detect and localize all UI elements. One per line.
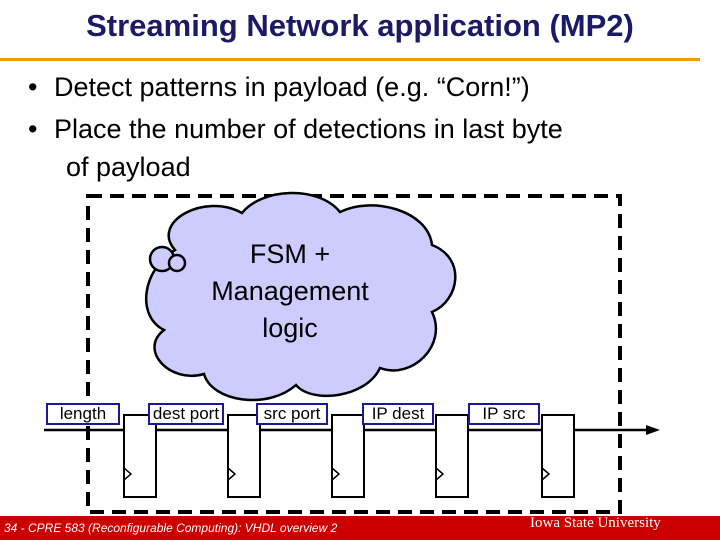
bullet-marker: • — [28, 72, 38, 102]
data-line-arrowhead — [646, 425, 660, 435]
register-label-dest-port: dest port — [148, 403, 224, 425]
title-underline — [0, 58, 700, 61]
register-4 — [435, 414, 469, 498]
slide-title: Streaming Network application (MP2) — [86, 8, 634, 43]
cloud-line-3: logic — [262, 313, 318, 343]
cloud-bubble-small — [167, 253, 187, 273]
dashed-boundary — [86, 194, 622, 514]
bullet-2-text: Place the number of detections in last b… — [54, 114, 563, 144]
bullet-2-continuation: of payload — [66, 152, 191, 182]
register-2 — [227, 414, 261, 498]
footer-bar: Iowa State University — [410, 515, 720, 540]
register-1 — [123, 414, 157, 498]
fsm-cloud-label: FSM + Management logic — [190, 236, 390, 347]
register-5 — [541, 414, 575, 498]
register-label-src-port: src port — [256, 403, 328, 425]
cloud-line-1: FSM + — [249, 239, 331, 269]
bullet-1-text: Detect patterns in payload (e.g. “Corn!”… — [54, 72, 530, 102]
footer-university: Iowa State University — [530, 515, 661, 531]
bullet-marker: • — [28, 114, 38, 144]
footer-course: 34 - CPRE 583 (Reconfigurable Computing)… — [0, 516, 410, 540]
fsm-cloud — [144, 191, 457, 402]
register-label-ip-src: IP src — [468, 403, 540, 425]
register-3 — [331, 414, 365, 498]
register-label-ip-dest: IP dest — [362, 403, 434, 425]
bullet-2: • Place the number of detections in last … — [28, 114, 563, 145]
cloud-line-2: Management — [211, 276, 369, 306]
register-label-length: length — [46, 403, 120, 425]
bullet-1: • Detect patterns in payload (e.g. “Corn!… — [28, 72, 530, 103]
